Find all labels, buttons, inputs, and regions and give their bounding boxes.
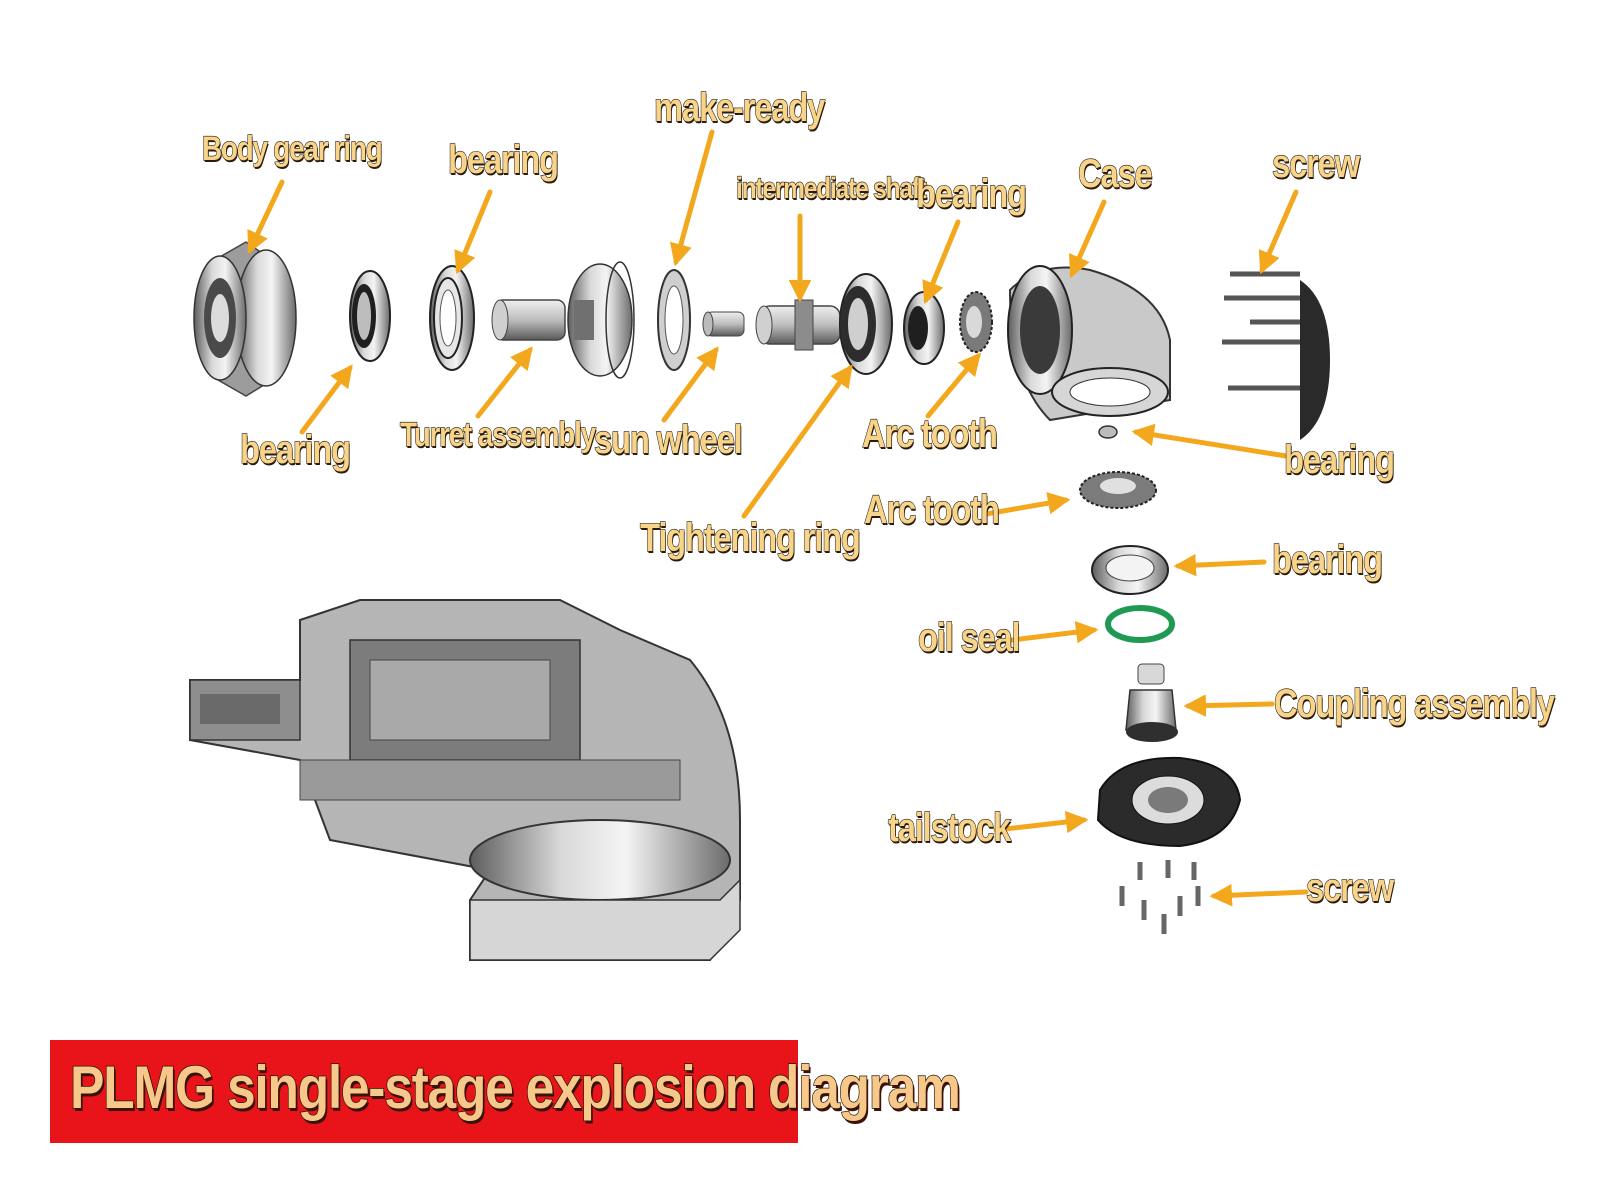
label-intermediate-shaft: intermediate shaft: [736, 172, 928, 205]
label-bearing-right-2: bearing: [1272, 538, 1384, 582]
label-bearing-top-1: bearing: [448, 138, 560, 182]
arrow-coupling-assembly: [1183, 694, 1275, 717]
label-tailstock: tailstock: [888, 806, 1012, 850]
intermediate-shaft-part: [755, 299, 841, 351]
callout-arrows: [247, 129, 1309, 907]
tailstock-part: [1096, 756, 1242, 848]
bearing-part-3: [903, 291, 945, 365]
bearing-part-2: [429, 265, 475, 371]
label-bearing-right-1: bearing: [1284, 438, 1396, 482]
label-arc-tooth-1: Arc tooth: [862, 412, 999, 456]
label-arc-tooth-2: Arc tooth: [864, 488, 1001, 532]
title-banner: PLMG single-stage explosion diagram: [50, 1040, 962, 1143]
screw-bottom-part: [1119, 860, 1201, 934]
sun-wheel-part: [702, 311, 745, 337]
arrow-bearing-top-1: [454, 189, 493, 275]
label-turret-assembly: Turret assembly: [400, 416, 597, 454]
arrow-bearing-bottom-1: [299, 364, 353, 435]
label-screw-top: screw: [1272, 142, 1361, 186]
assembled-gearbox-cutaway: [189, 599, 741, 961]
screw-top-part: [1222, 271, 1330, 440]
arrow-sun-wheel: [661, 346, 719, 423]
label-case: Case: [1078, 152, 1154, 196]
arrow-bearing-right-1: [1131, 423, 1289, 459]
arrow-screw-top: [1258, 189, 1299, 275]
arc-tooth-part-1: [959, 291, 993, 353]
tightening-ring-part: [839, 273, 893, 375]
arc-tooth-part-2: [1079, 471, 1157, 509]
label-tightening-ring: Tightening ring: [640, 516, 862, 560]
arrow-tightening-ring: [741, 364, 853, 519]
make-ready-part: [657, 269, 691, 371]
coupling-assembly-part: [1125, 663, 1178, 742]
turret-assembly-part: [491, 261, 635, 379]
arrow-bearing-top-2: [922, 219, 961, 305]
label-make-ready: make-ready: [654, 86, 826, 130]
arrow-bearing-right-2: [1173, 553, 1267, 577]
arrow-oil-seal: [1009, 621, 1099, 644]
bearing-part-1: [349, 270, 391, 362]
arrow-make-ready: [669, 129, 715, 267]
body-gear-ring-part: [193, 241, 297, 397]
arrow-case: [1069, 199, 1107, 279]
label-sun-wheel: sun wheel: [594, 418, 744, 462]
oil-seal-part: [1105, 605, 1175, 643]
label-coupling-assembly: Coupling assembly: [1274, 682, 1556, 726]
arrow-arc-tooth-2: [983, 492, 1071, 517]
label-oil-seal: oil seal: [918, 616, 1022, 660]
bearing-part-4: [1091, 545, 1169, 595]
bearing-small-part: [1098, 425, 1118, 439]
arrow-screw-bottom: [1209, 883, 1309, 907]
case-part: [1007, 265, 1171, 422]
diagram-title: PLMG single-stage explosion diagram: [69, 1054, 961, 1121]
label-body-gear-ring: Body gear ring: [202, 130, 384, 168]
arrow-turret-assembly: [475, 346, 533, 419]
arrow-tailstock: [993, 810, 1089, 834]
label-bearing-bottom-1: bearing: [240, 428, 352, 472]
arrow-arc-tooth-1: [925, 352, 981, 419]
label-screw-bottom: screw: [1306, 866, 1395, 910]
arrow-body-gear-ring: [247, 179, 285, 255]
label-bearing-top-2: bearing: [916, 172, 1028, 216]
